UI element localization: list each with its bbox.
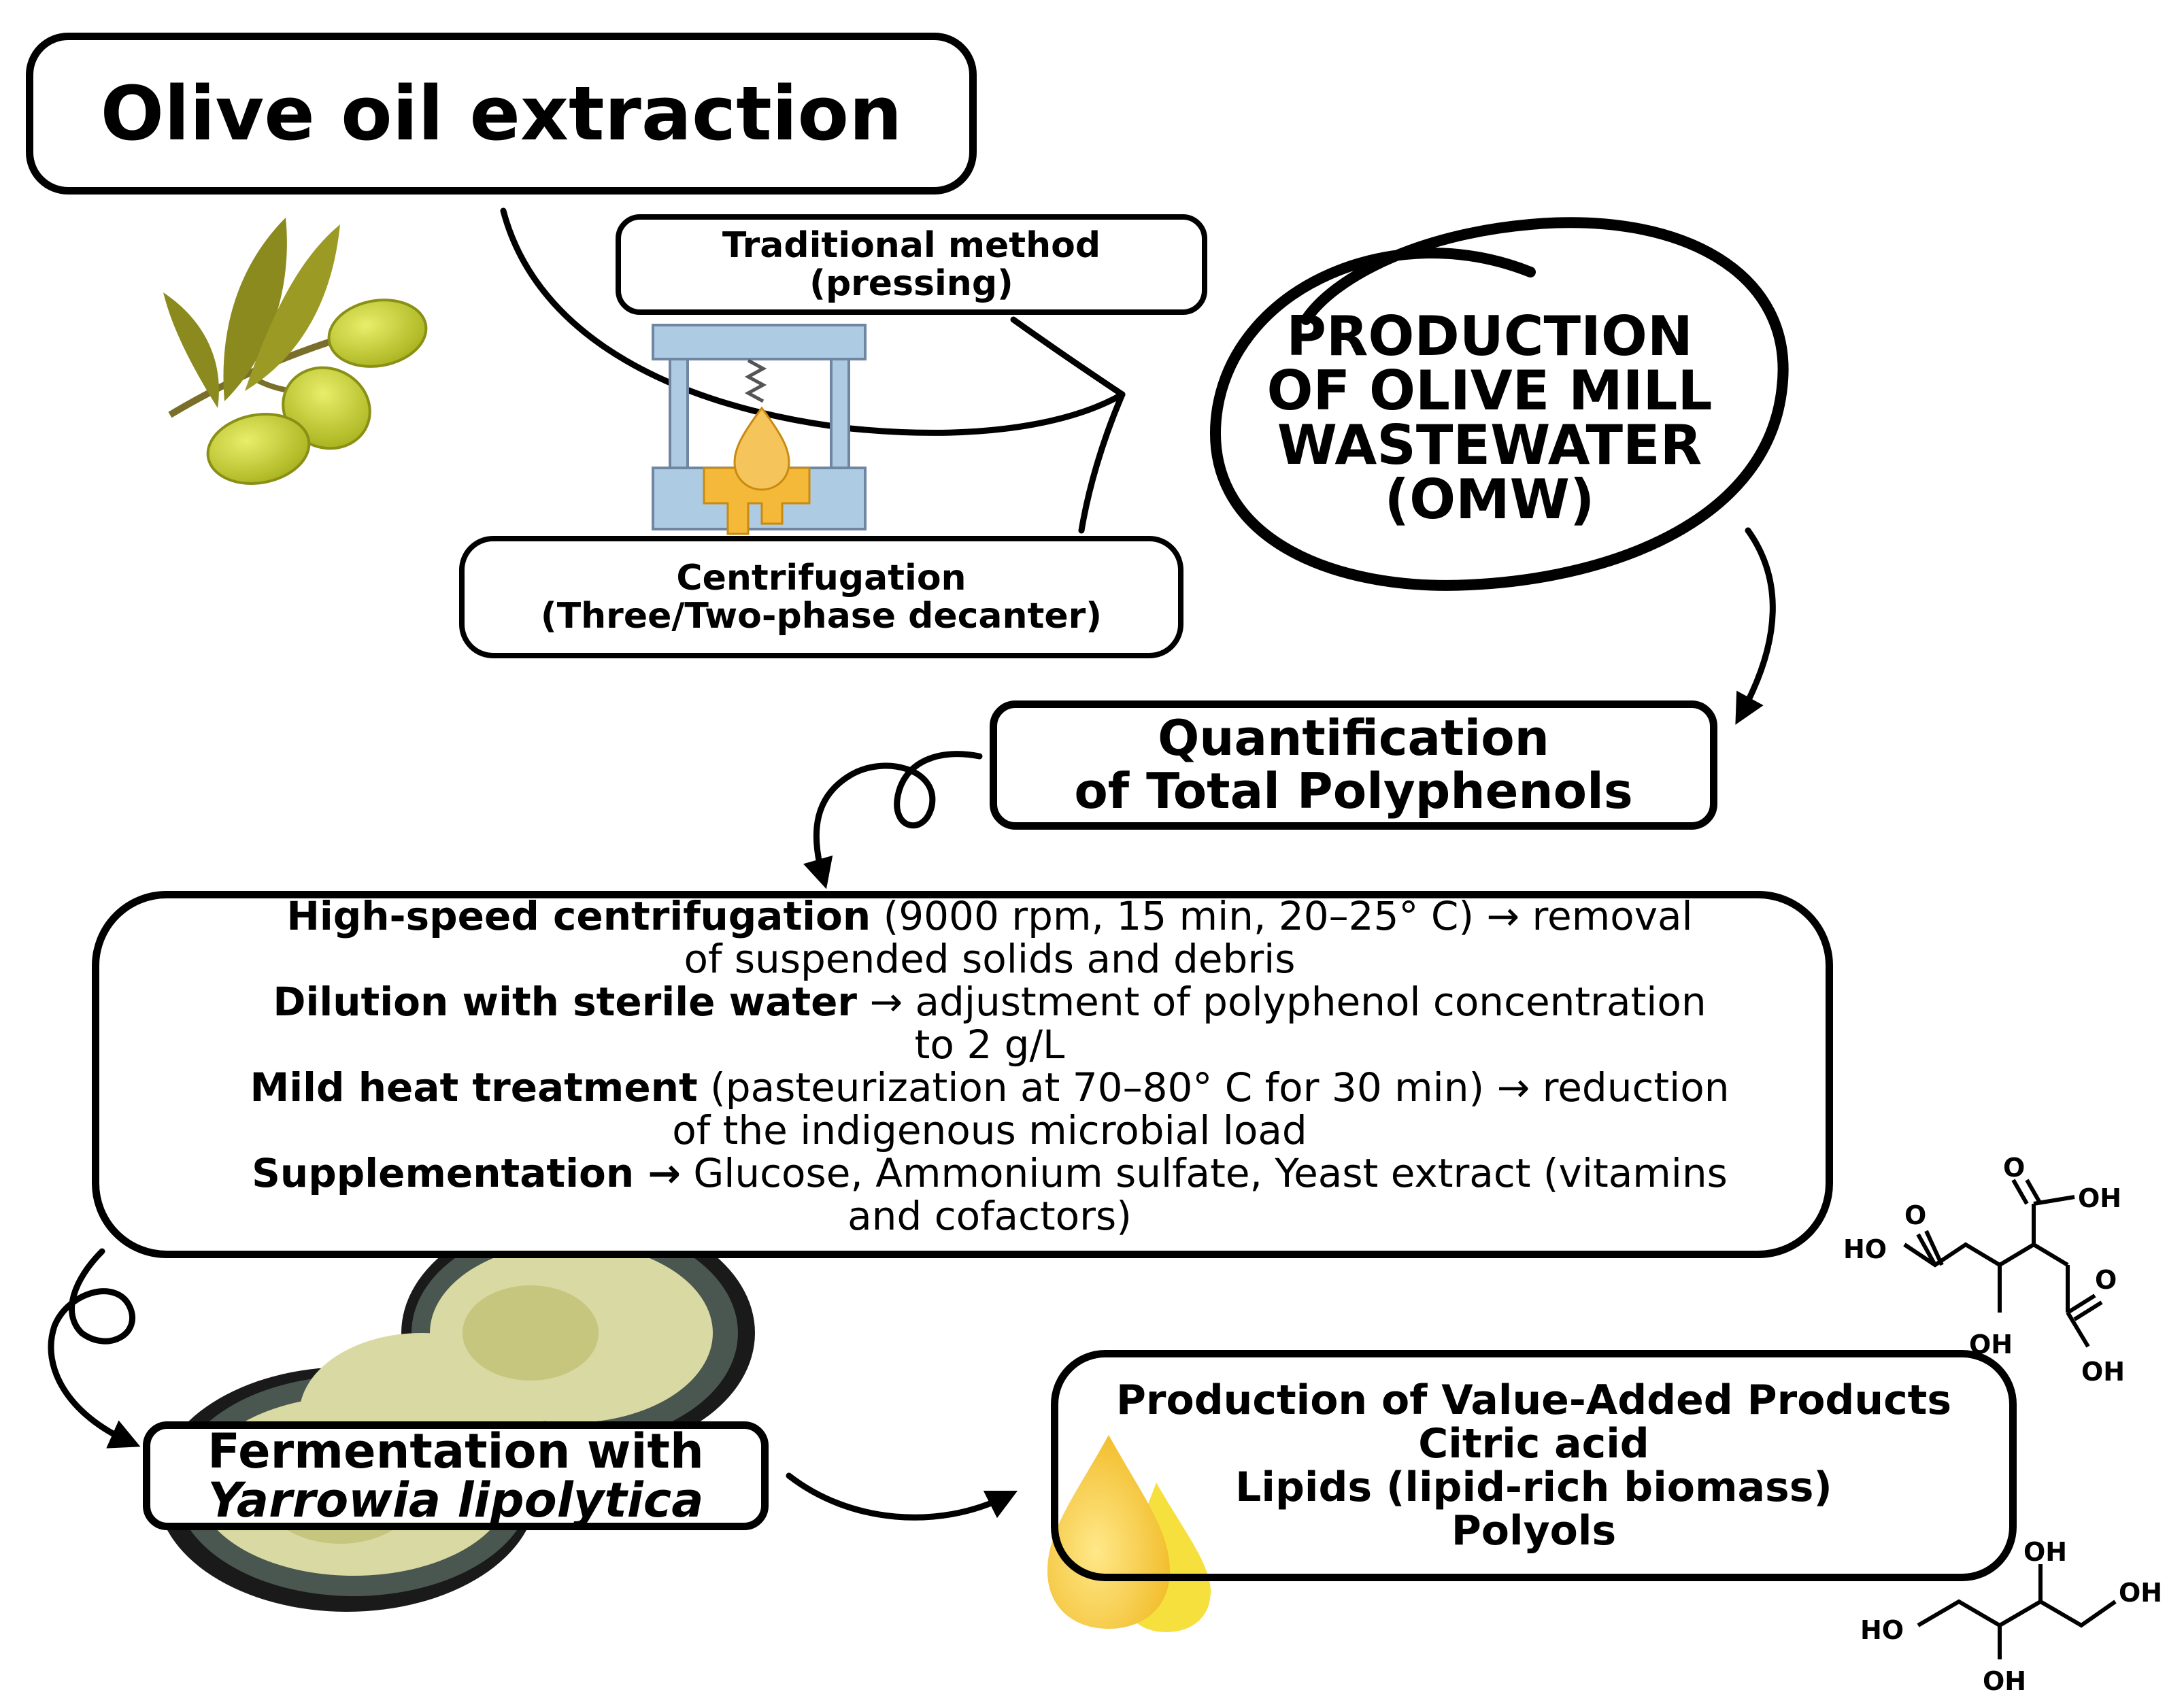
step-1-line2: of suspended solids and debris (684, 936, 1296, 982)
step-1-title: High-speed centrifugation (286, 893, 871, 939)
step-2-title: Dilution with sterile water (273, 979, 858, 1025)
polyol-oh-2: OH (2119, 1578, 2162, 1608)
step-4: Supplementation → Glucose, Ammonium sulf… (163, 1152, 1816, 1195)
centrifugation-box: Centrifugation (Three/Two-phase decanter… (459, 536, 1183, 658)
citric-o-3: O (2095, 1265, 2117, 1295)
step-2-detail: → adjustment of polyphenol concentration (857, 979, 1707, 1025)
title-box: Olive oil extraction (26, 33, 977, 195)
step-3-detail: (pasteurization at 70–80° C for 30 min) … (697, 1064, 1730, 1111)
omw-label: PRODUCTION OF OLIVE MILL WASTEWATER (OMW… (1231, 309, 1748, 527)
press-icon (652, 324, 867, 535)
step-1-detail: (9000 rpm, 15 min, 20–25° C) → removal (871, 893, 1693, 939)
quantification-box: Quantification of Total Polyphenols (990, 700, 1717, 830)
product-citric-acid: Citric acid (1418, 1420, 1649, 1468)
citric-o-1: O (1904, 1200, 1926, 1230)
step-4-line2: and cofactors) (847, 1193, 1132, 1239)
citric-acid-structure-icon (1903, 1179, 2103, 1348)
products-header: Production of Value-Added Products (1115, 1376, 1952, 1424)
citric-oh-2: OH (2078, 1183, 2121, 1213)
polyol-oh-1: OH (2023, 1537, 2067, 1567)
step-2: Dilution with sterile water → adjustment… (163, 981, 1816, 1024)
olive-branch-icon (163, 218, 428, 485)
step-2-line2: to 2 g/L (914, 1021, 1065, 1068)
pretreatment-steps-box (92, 891, 1833, 1258)
step-3: Mild heat treatment (pasteurization at 7… (163, 1066, 1816, 1109)
omw-line1: PRODUCTION (1286, 305, 1693, 368)
citric-oh-1: HO (1843, 1234, 1887, 1264)
omw-line4: (OMW) (1384, 468, 1595, 531)
page-title: Olive oil extraction (100, 69, 903, 157)
fermentation-box: Fermentation with Yarrowia lipolytica (143, 1421, 769, 1530)
fermentation-line1: Fermentation with (207, 1423, 704, 1479)
quantification-line1: Quantification (1158, 709, 1549, 767)
citric-oh-4: OH (2081, 1357, 2125, 1387)
polyol-oh-3: HO (1860, 1615, 1904, 1645)
traditional-line1: Traditional method (722, 224, 1101, 266)
polyol-oh-4: OH (1983, 1666, 2026, 1696)
traditional-line2: (pressing) (809, 263, 1013, 304)
products-box: Production of Value-Added Products Citri… (1051, 1350, 2017, 1581)
product-polyols: Polyols (1451, 1507, 1617, 1555)
omw-line2: OF OLIVE MILL (1266, 359, 1713, 422)
step-4-detail: Glucose, Ammonium sulfate, Yeast extract… (680, 1150, 1728, 1196)
step-3-title: Mild heat treatment (250, 1064, 698, 1111)
step-1: High-speed centrifugation (9000 rpm, 15 … (163, 895, 1816, 938)
product-lipids: Lipids (lipid-rich biomass) (1235, 1464, 1832, 1511)
omw-line3: WASTEWATER (1277, 413, 1702, 477)
yeast-cell-icon (156, 1211, 755, 1612)
pretreatment-steps: High-speed centrifugation (9000 rpm, 15 … (163, 895, 1816, 1238)
fermentation-line2: Yarrowia lipolytica (207, 1472, 704, 1528)
quantification-line2: of Total Polyphenols (1074, 762, 1633, 819)
centrifugation-line2: (Three/Two-phase decanter) (540, 596, 1103, 637)
traditional-method-box: Traditional method (pressing) (616, 214, 1207, 315)
step-4-title: Supplementation → (252, 1150, 681, 1196)
centrifugation-line1: Centrifugation (676, 557, 967, 598)
citric-o-2: O (2003, 1153, 2025, 1183)
polyol-structure-icon (1917, 1564, 2117, 1659)
step-3-line2: of the indigenous microbial load (672, 1107, 1307, 1153)
connector-lines (48, 207, 1789, 1521)
